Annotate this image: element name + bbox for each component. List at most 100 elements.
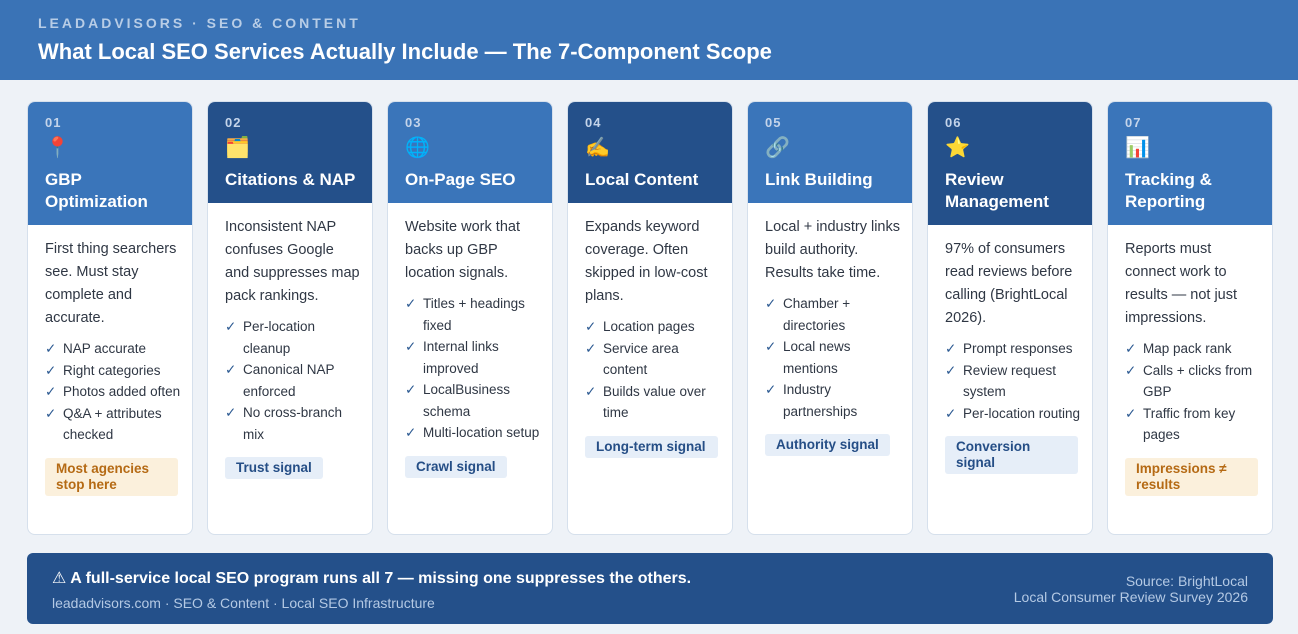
checklist-item: ✓Per-location routing [945, 403, 1082, 425]
card-tracking-reporting: 07 📊 Tracking & Reporting Reports must c… [1107, 101, 1273, 535]
check-icon: ✓ [405, 339, 417, 354]
card-review-management: 06 ⭐ Review Management 97% of consumers … [927, 101, 1093, 535]
card-title: Citations & NAP [225, 170, 356, 189]
writing-hand-icon: ✍️ [585, 137, 610, 159]
card-body: 97% of consumers read reviews before cal… [928, 225, 1092, 474]
card-tag: Most agencies stop here [45, 457, 178, 496]
card-local-content: 04 ✍️ Local Content Expands keyword cove… [567, 101, 733, 535]
card-description: Expands keyword coverage. Often skipped … [585, 219, 708, 304]
card-title: On-Page SEO [405, 170, 516, 189]
card-number: 07 [1125, 115, 1142, 130]
check-icon: ✓ [945, 405, 957, 421]
checklist-item: ✓Right categories [45, 360, 182, 382]
check-icon: ✓ [765, 382, 777, 397]
check-icon: ✓ [45, 405, 57, 421]
card-description: 97% of consumers read reviews before cal… [945, 241, 1073, 326]
check-icon: ✓ [1125, 341, 1137, 356]
card-description: Reports must connect work to results — n… [1125, 241, 1238, 326]
card-header: 03 🌐 On-Page SEO [388, 102, 552, 203]
card-description: Inconsistent NAP confuses Google and sup… [225, 219, 360, 304]
checklist-item: ✓Review request system [945, 360, 1082, 403]
star-icon: ⭐ [945, 137, 970, 159]
check-icon: ✓ [585, 340, 597, 356]
card-tag: Long-term signal [585, 435, 718, 458]
checklist-item: ✓Canonical NAP enforced [225, 359, 362, 402]
card-tag: Trust signal [225, 457, 323, 479]
card-number: 04 [585, 115, 602, 130]
checklist-item: ✓Map pack rank [1125, 338, 1262, 360]
source-line-1: Source: BrightLocal [1125, 573, 1248, 589]
source-citation: Source: BrightLocal Local Consumer Revie… [1014, 573, 1248, 605]
check-icon: ✓ [405, 425, 417, 440]
card-number: 02 [225, 115, 242, 130]
checklist-item: ✓No cross-branch mix [225, 402, 362, 445]
card-number: 01 [45, 115, 62, 130]
check-icon: ✓ [405, 382, 417, 397]
check-icon: ✓ [765, 296, 777, 311]
footer-banner: ⚠ A full-service local SEO program runs … [27, 553, 1273, 624]
card-body: Inconsistent NAP confuses Google and sup… [208, 203, 372, 479]
check-icon: ✓ [1125, 405, 1137, 421]
card-header: 01 📍 GBP Optimization [28, 102, 192, 225]
card-body: Reports must connect work to results — n… [1108, 225, 1272, 496]
checklist: ✓Per-location cleanup ✓Canonical NAP enf… [225, 316, 362, 445]
checklist-item: ✓Internal links improved [405, 336, 542, 379]
card-header: 07 📊 Tracking & Reporting [1108, 102, 1272, 225]
page-title: What Local SEO Services Actually Include… [38, 39, 772, 64]
card-citations-nap: 02 🗂️ Citations & NAP Inconsistent NAP c… [207, 101, 373, 535]
card-tag: Conversion signal [945, 436, 1078, 474]
card-body: Website work that backs up GBP location … [388, 203, 552, 478]
check-icon: ✓ [45, 384, 57, 399]
card-body: Expands keyword coverage. Often skipped … [568, 203, 732, 458]
card-header: 02 🗂️ Citations & NAP [208, 102, 372, 203]
link-icon: 🔗 [765, 137, 790, 159]
checklist: ✓Chamber + directories ✓Local news menti… [765, 293, 902, 422]
check-icon: ✓ [1125, 362, 1137, 378]
check-icon: ✓ [225, 362, 237, 377]
check-icon: ✓ [765, 339, 777, 354]
source-line-2: Local Consumer Review Survey 2026 [1013, 589, 1248, 605]
footer-warning: ⚠ A full-service local SEO program runs … [52, 570, 692, 587]
checklist: ✓Prompt responses ✓Review request system… [945, 338, 1082, 424]
card-description: Local + industry links build authority. … [765, 219, 900, 281]
card-tag: Crawl signal [405, 455, 507, 478]
checklist-item: ✓Per-location cleanup [225, 316, 362, 359]
card-title: Tracking & Reporting [1125, 170, 1212, 211]
checklist: ✓Titles + headings fixed ✓Internal links… [405, 293, 542, 444]
card-link-building: 05 🔗 Link Building Local + industry link… [747, 101, 913, 535]
card-gbp-optimization: 01 📍 GBP Optimization First thing search… [27, 101, 193, 535]
card-description: Website work that backs up GBP location … [405, 219, 520, 281]
card-file-box-icon: 🗂️ [225, 137, 250, 159]
checklist-item: ✓Photos added often [45, 381, 182, 403]
checklist-item: ✓NAP accurate [45, 338, 182, 360]
checklist-item: ✓Multi-location setup [405, 422, 542, 444]
card-description: First thing searchers see. Must stay com… [45, 241, 177, 326]
checklist: ✓Location pages ✓Service area content ✓B… [585, 316, 722, 424]
card-number: 06 [945, 115, 962, 130]
checklist-item: ✓LocalBusiness schema [405, 379, 542, 422]
check-icon: ✓ [585, 319, 597, 334]
checklist-item: ✓Titles + headings fixed [405, 293, 542, 336]
checklist-item: ✓Q&A + attributes checked [45, 403, 182, 446]
card-tag: Authority signal [765, 434, 890, 456]
card-body: First thing searchers see. Must stay com… [28, 225, 192, 496]
card-title: Review Management [945, 170, 1049, 211]
check-icon: ✓ [45, 362, 57, 378]
card-tag: Impressions ≠ results [1125, 457, 1258, 496]
card-body: Local + industry links build authority. … [748, 203, 912, 456]
component-cards: 01 📍 GBP Optimization First thing search… [27, 101, 1273, 535]
check-icon: ✓ [585, 383, 597, 399]
checklist: ✓NAP accurate ✓Right categories ✓Photos … [45, 338, 182, 446]
card-title: Link Building [765, 170, 873, 189]
pin-icon: 📍 [45, 137, 70, 159]
check-icon: ✓ [945, 341, 957, 356]
globe-icon: 🌐 [405, 137, 430, 159]
checklist-item: ✓Builds value over time [585, 381, 722, 424]
card-number: 05 [765, 115, 782, 130]
checklist-item: ✓Traffic from key pages [1125, 403, 1262, 446]
check-icon: ✓ [45, 341, 57, 356]
card-title: Local Content [585, 170, 699, 189]
bar-chart-icon: 📊 [1125, 137, 1150, 159]
checklist-item: ✓Location pages [585, 316, 722, 338]
checklist-item: ✓Local news mentions [765, 336, 902, 379]
